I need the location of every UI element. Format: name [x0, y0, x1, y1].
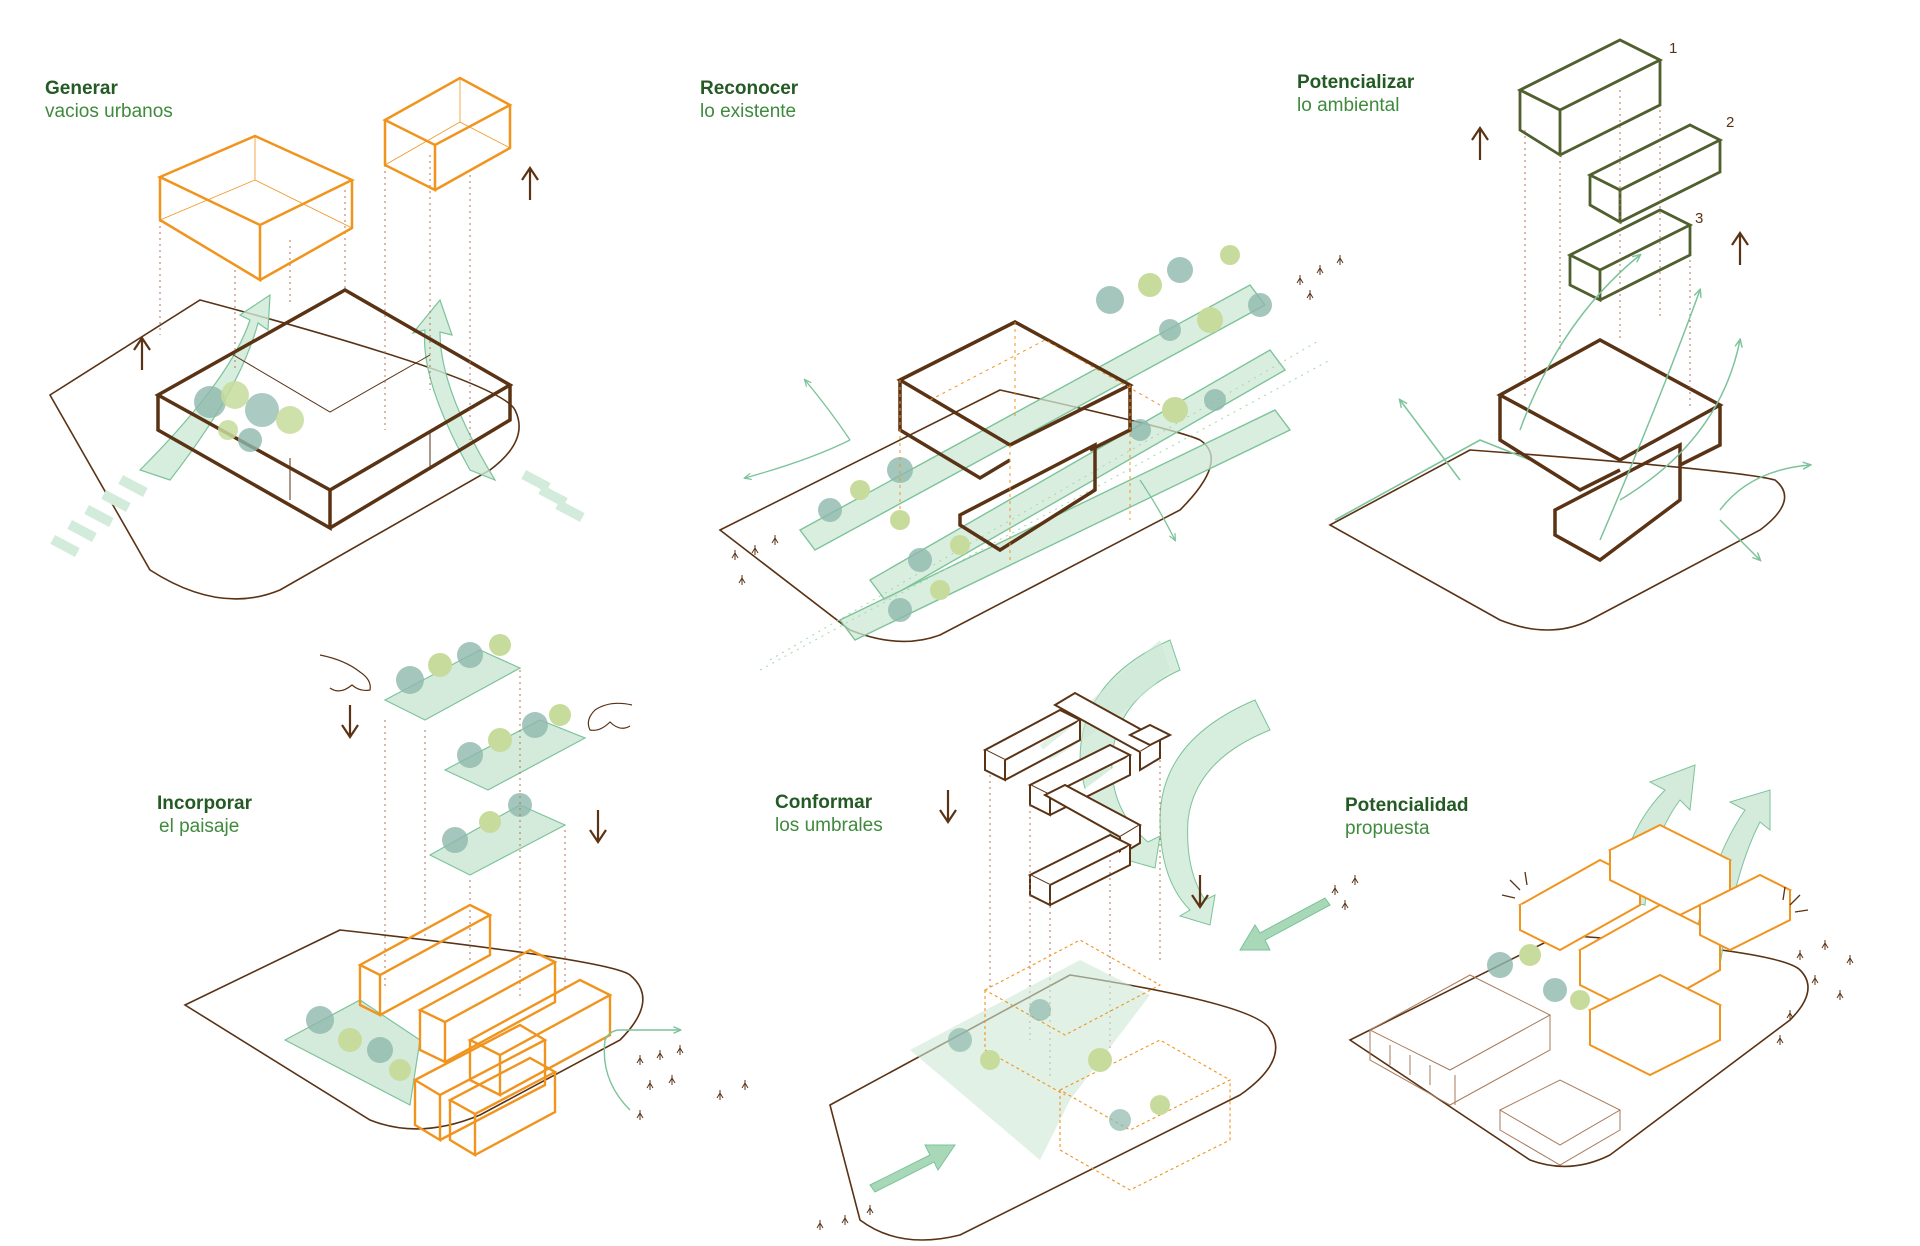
caption-title: Conformar [775, 792, 873, 813]
main-block [1496, 338, 1724, 563]
panel-reconocer-drawing [718, 245, 1344, 671]
tree-cluster [1487, 944, 1590, 1010]
caption-subtitle: propuesta [1345, 817, 1430, 839]
main-block [154, 287, 514, 532]
caption-title: Potencializar [1297, 72, 1415, 93]
caption-title: Reconocer [700, 78, 799, 99]
stacked-volume-1 [1516, 38, 1664, 158]
tree-cluster [818, 245, 1272, 622]
pedestrian-icon [636, 1045, 749, 1120]
threshold-bars [982, 691, 1173, 907]
panel-potencializar-drawing [1328, 38, 1810, 631]
caption-generar: Generar vacios urbanos [45, 78, 173, 124]
panel-incorporar-drawing [183, 634, 749, 1158]
caption-conformar: Conformar los umbrales [775, 792, 883, 838]
caption-title: Incorporar [157, 793, 253, 814]
volume-number-2: 2 [1726, 114, 1735, 131]
hand-icon [319, 654, 633, 731]
sparkle-icon [1501, 871, 1809, 913]
arrow-up-icon [1471, 126, 1749, 265]
flow-arrow [1159, 699, 1271, 926]
caption-subtitle: vacios urbanos [45, 100, 173, 122]
tree-cluster [194, 381, 304, 452]
caption-subtitle: los umbrales [775, 814, 883, 836]
caption-title: Potencialidad [1345, 795, 1469, 816]
site-outline [1328, 449, 1786, 631]
proposed-volumes [1517, 823, 1793, 1077]
site-outline [829, 974, 1277, 1241]
flow-arrow [411, 298, 497, 482]
tree-cluster [948, 999, 1170, 1131]
caption-subtitle: lo ambiental [1297, 94, 1400, 116]
caption-potencialidad: Potencialidad propuesta [1345, 795, 1469, 841]
arrow-down-icon [939, 790, 1209, 909]
stacked-volume-2 [1586, 123, 1724, 225]
arrow-down-icon [341, 705, 607, 844]
volume-number-3: 3 [1695, 210, 1704, 227]
arrow-up-icon [133, 166, 539, 370]
pedestrian-icon [1776, 940, 1854, 1045]
caption-reconocer: Reconocer lo existente [700, 78, 798, 124]
caption-potencializar: Potencializar lo ambiental [1297, 72, 1414, 118]
site-outline [183, 929, 644, 1130]
caption-subtitle: el paisaje [159, 815, 240, 837]
caption-subtitle: lo existente [700, 100, 797, 122]
green-floor [910, 960, 1150, 1160]
site-outline [48, 299, 520, 600]
pedestrian-icon [816, 875, 1359, 1230]
tree-cluster [306, 634, 571, 1081]
flow-arrow [869, 1144, 956, 1193]
panel-conformar-drawing [816, 639, 1359, 1241]
caption-title: Generar [45, 78, 118, 99]
pedestrian-icon [731, 255, 1344, 585]
crosswalk [50, 470, 585, 557]
stacked-volume-3 [1566, 208, 1694, 303]
flow-arrow [1239, 897, 1331, 951]
panel-generar-drawing [48, 76, 585, 600]
existing-buildings [1368, 974, 1622, 1166]
lifted-volume [382, 76, 513, 193]
panel-potencialidad-drawing [1348, 764, 1854, 1168]
program-bars [357, 903, 613, 1158]
caption-incorporar: Incorporar el paisaje [157, 793, 252, 839]
volume-number-1: 1 [1669, 40, 1678, 57]
